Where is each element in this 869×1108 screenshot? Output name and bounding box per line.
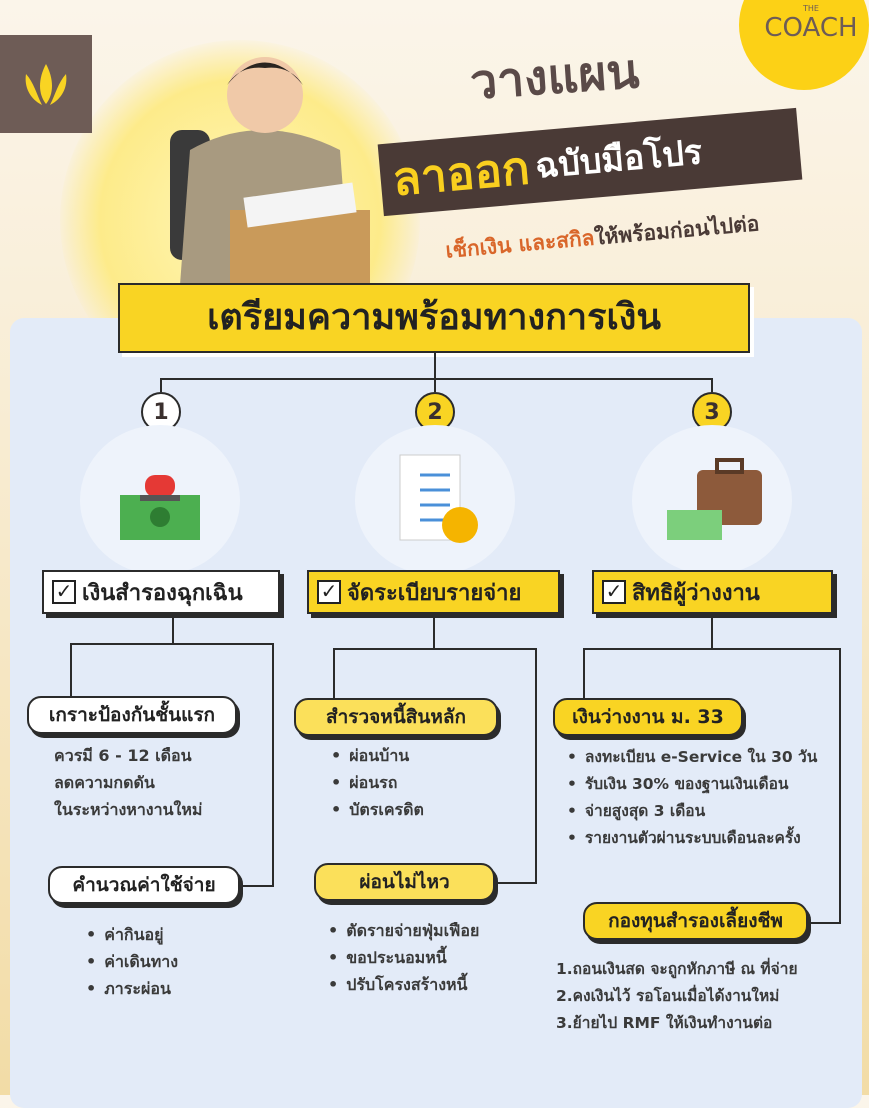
pill-cannot-pay: ผ่อนไม่ไหว xyxy=(314,863,495,901)
list-item: ในระหว่างหางานใหม่ xyxy=(54,800,203,819)
list-item: ขอประนอมหนี้ xyxy=(328,944,479,971)
connector xyxy=(839,648,841,923)
connector xyxy=(172,616,174,644)
list-item: รายงานตัวผ่านระบบเดือนละครั้ง xyxy=(567,825,817,852)
pill-provident-fund: กองทุนสำรองเลี้ยงชีพ xyxy=(583,902,808,940)
connector xyxy=(160,378,713,380)
connector xyxy=(711,616,713,648)
checklist-coins-icon xyxy=(355,425,515,575)
connector xyxy=(711,378,713,392)
category-emergency-fund: ✓เงินสำรองฉุกเฉิน xyxy=(42,570,280,614)
list-item: ควรมี 6 - 12 เดือน xyxy=(54,746,192,765)
list-item: ลงทะเบียน e-Service ใน 30 วัน xyxy=(567,744,817,771)
connector xyxy=(535,648,537,883)
connector xyxy=(333,648,335,698)
connector xyxy=(495,882,537,884)
person-with-box-illustration xyxy=(170,57,370,285)
connector xyxy=(160,378,162,392)
list-item: ผ่อนรถ xyxy=(331,769,424,796)
title-banner: ลาออก ฉบับมือโปร xyxy=(377,107,803,217)
category-title: เงินสำรองฉุกเฉิน xyxy=(82,580,243,606)
survey-debt-list: ผ่อนบ้าน ผ่อนรถ บัตรเครดิต xyxy=(331,742,424,823)
emergency-cash-icon xyxy=(80,425,240,575)
title-line1: วางแผน xyxy=(468,43,641,111)
subtitle-highlight: เช็กเงิน และสกิล xyxy=(444,225,596,263)
subtitle: เช็กเงิน และสกิลให้พร้อมก่อนไปต่อ xyxy=(444,210,761,263)
list-item: ผ่อนบ้าน xyxy=(331,742,424,769)
title-highlight: ลาออก xyxy=(390,140,532,207)
category-expenses: ✓จัดระเบียบรายจ่าย xyxy=(307,570,560,614)
pill-survey-debt: สำรวจหนี้สินหลัก xyxy=(294,698,498,736)
list-item: รับเงิน 30% ของฐานเงินเดือน xyxy=(567,771,817,798)
unemployment-benefit-list: ลงทะเบียน e-Service ใน 30 วัน รับเงิน 30… xyxy=(567,744,817,852)
list-item: 1.ถอนเงินสด จะถูกหักภาษี ณ ที่จ่าย xyxy=(556,960,798,978)
main-heading: เตรียมความพร้อมทางการเงิน xyxy=(118,283,750,353)
briefcase-money-icon xyxy=(632,425,792,575)
first-defense-text: ควรมี 6 - 12 เดือน ลดความกดดัน ในระหว่าง… xyxy=(54,742,202,823)
list-item: ภาระผ่อน xyxy=(86,975,178,1002)
subtitle-rest: ให้พร้อมก่อนไปต่อ xyxy=(593,211,761,250)
connector xyxy=(70,643,274,645)
list-item: ลดความกดดัน xyxy=(54,773,155,792)
list-item: 3.ย้ายไป RMF ให้เงินทำงานต่อ xyxy=(556,1014,773,1032)
list-item: บัตรเครดิต xyxy=(331,796,424,823)
the-coach-logo: THE COACH xyxy=(739,0,869,90)
list-item: 2.คงเงินไว้ รอโอนเมื่อได้งานใหม่ xyxy=(556,987,780,1005)
list-item: ตัดรายจ่ายฟุ่มเฟือย xyxy=(328,917,479,944)
category-title: สิทธิผู้ว่างงาน xyxy=(632,580,760,606)
checkbox-icon: ✓ xyxy=(52,580,76,604)
connector xyxy=(272,643,274,886)
category-title: จัดระเบียบรายจ่าย xyxy=(347,580,522,606)
provident-fund-list: 1.ถอนเงินสด จะถูกหักภาษี ณ ที่จ่าย 2.คงเ… xyxy=(556,956,798,1037)
connector xyxy=(583,648,585,698)
list-item: ค่าเดินทาง xyxy=(86,948,178,975)
cannot-pay-list: ตัดรายจ่ายฟุ่มเฟือย ขอประนอมหนี้ ปรับโคร… xyxy=(328,917,479,998)
checkbox-icon: ✓ xyxy=(602,580,626,604)
logo-small-text: THE xyxy=(803,4,819,13)
pill-first-defense: เกราะป้องกันชั้นแรก xyxy=(27,696,237,734)
title-line2: ฉบับมือโปร xyxy=(533,132,704,187)
connector xyxy=(434,378,436,392)
category-unemployment-rights: ✓สิทธิผู้ว่างงาน xyxy=(592,570,833,614)
calc-expenses-list: ค่ากินอยู่ ค่าเดินทาง ภาระผ่อน xyxy=(86,921,178,1002)
list-item: ค่ากินอยู่ xyxy=(86,921,178,948)
connector xyxy=(333,648,537,650)
pill-calc-expenses: คำนวณค่าใช้จ่าย xyxy=(48,866,240,904)
connector xyxy=(433,616,435,648)
list-item: ปรับโครงสร้างหนี้ xyxy=(328,971,479,998)
checkbox-icon: ✓ xyxy=(317,580,341,604)
connector xyxy=(240,885,274,887)
logo-name: COACH xyxy=(764,13,858,43)
bank-logo xyxy=(0,35,92,133)
connector xyxy=(434,353,436,379)
pill-unemployment-benefit: เงินว่างงาน ม. 33 xyxy=(553,698,743,736)
connector xyxy=(583,648,841,650)
connector xyxy=(808,922,841,924)
list-item: จ่ายสูงสุด 3 เดือน xyxy=(567,798,817,825)
connector xyxy=(70,643,72,698)
